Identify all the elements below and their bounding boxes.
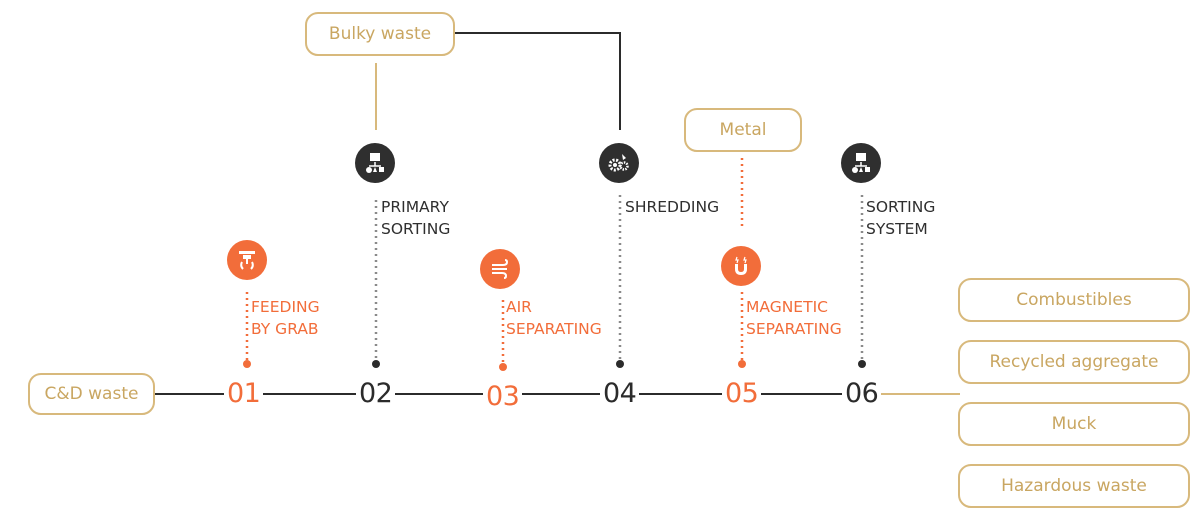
output-hazardous-waste: Hazardous waste (958, 464, 1190, 508)
output-label: Hazardous waste (1001, 476, 1147, 496)
step-number-05: 05 (722, 377, 762, 411)
output-combustibles: Combustibles (958, 278, 1190, 322)
output-label: Muck (1051, 414, 1097, 434)
output-recycled-aggregate: Recycled aggregate (958, 340, 1190, 384)
metal-box: Metal (684, 108, 802, 152)
step-number-04: 04 (600, 377, 640, 411)
output-label: Combustibles (1016, 290, 1132, 310)
step-label-line: SYSTEM (866, 220, 928, 238)
step-label-line: BY GRAB (251, 320, 319, 338)
step-number-01: 01 (224, 377, 264, 411)
bulky-waste-box: Bulky waste (305, 12, 455, 56)
gears-icon (599, 143, 639, 183)
step-label-line: SORTING (866, 198, 936, 216)
magnet-icon (721, 246, 761, 286)
step-label-line: AIR (506, 298, 532, 316)
step-label-line: PRIMARY (381, 198, 449, 216)
metal-label: Metal (719, 120, 767, 140)
step-number-06: 06 (842, 377, 882, 411)
step-label-02: PRIMARY SORTING (381, 196, 450, 240)
output-label: Recycled aggregate (989, 352, 1159, 372)
step-label-line: SEPARATING (506, 320, 602, 338)
bulky-waste-label: Bulky waste (328, 24, 432, 44)
input-label: C&D waste (44, 384, 139, 404)
step-label-01: FEEDING BY GRAB (251, 296, 320, 340)
step-label-05: MAGNETIC SEPARATING (746, 296, 842, 340)
sorting-icon (841, 143, 881, 183)
output-muck: Muck (958, 402, 1190, 446)
step-label-line: MAGNETIC (746, 298, 828, 316)
step-label-03: AIR SEPARATING (506, 296, 602, 340)
wind-icon (480, 249, 520, 289)
step-label-line: SORTING (381, 220, 451, 238)
grab-icon (227, 240, 267, 280)
step-label-line: SEPARATING (746, 320, 842, 338)
step-number-03: 03 (483, 380, 523, 414)
sorting-icon (355, 143, 395, 183)
step-label-line: SHREDDING (625, 198, 720, 216)
step-label-line: FEEDING (251, 298, 320, 316)
step-number-02: 02 (356, 377, 396, 411)
input-cd-waste: C&D waste (28, 373, 155, 415)
step-label-04: SHREDDING (625, 196, 719, 218)
step-label-06: SORTING SYSTEM (866, 196, 935, 240)
